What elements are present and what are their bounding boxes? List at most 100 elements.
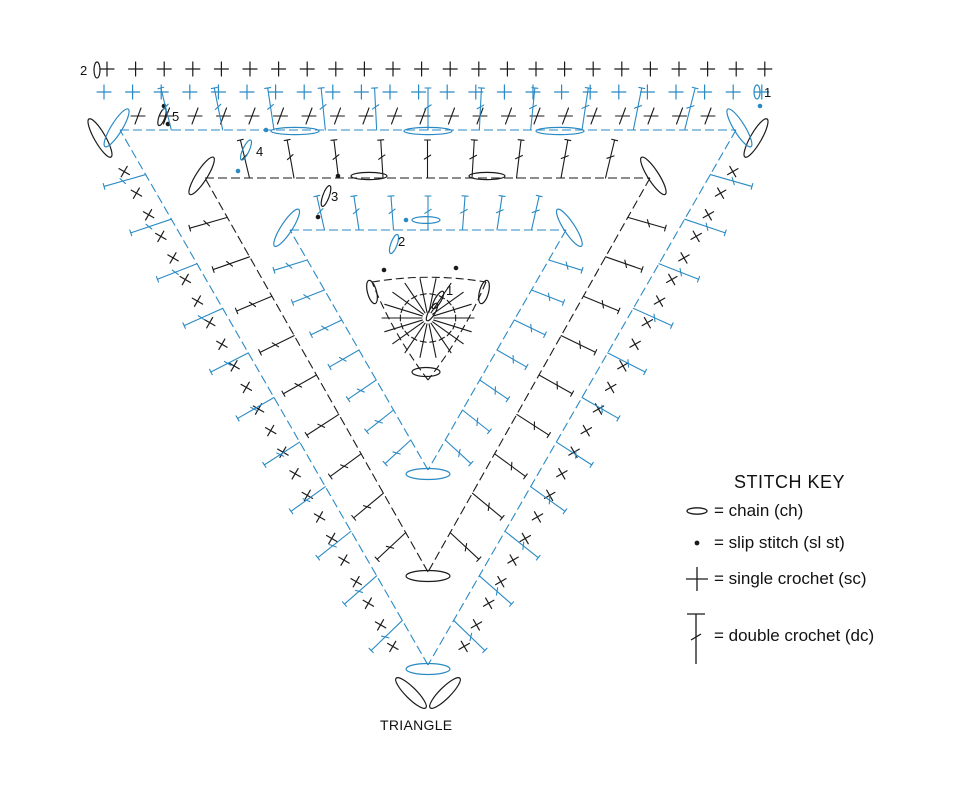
round-label-1: 1 (446, 283, 453, 298)
double-crochet-stitch (496, 349, 529, 371)
single-crochet-stitch (155, 230, 167, 243)
round-4-chain (535, 126, 585, 136)
round-1-dc (432, 321, 464, 345)
single-crochet-stitch (700, 107, 716, 125)
double-crochet-stitch (453, 619, 488, 654)
round-1-dc (433, 303, 472, 317)
corner-chain (188, 156, 215, 196)
single-crochet-stitch (130, 107, 146, 125)
double-crochet-stitch (709, 174, 754, 190)
single-crochet-stitch (639, 84, 656, 100)
single-crochet-stitch (185, 61, 201, 77)
top-left-corner-chain (87, 118, 113, 158)
round-2 (272, 194, 584, 481)
single-crochet-stitch (96, 84, 112, 100)
single-crochet-stitch (328, 61, 344, 77)
single-crochet-stitch (411, 84, 427, 100)
round-1-corner (411, 366, 441, 378)
double-crochet-stitch (504, 530, 541, 561)
double-crochet-stitch (368, 619, 403, 654)
double-crochet-stitch (495, 195, 506, 231)
double-crochet-stitch (155, 263, 198, 283)
double-crochet-symbol-icon (687, 613, 705, 664)
double-crochet-stitch (424, 195, 432, 231)
single-crochet-stitch (271, 61, 287, 77)
corner-chain (640, 156, 667, 196)
double-crochet-stitch (449, 532, 482, 562)
double-crochet-stitch (607, 352, 648, 376)
double-crochet-stitch (262, 441, 301, 468)
round-1-dc (419, 278, 428, 313)
round-2-chain (411, 216, 441, 225)
single-crochet-stitch (690, 230, 702, 243)
double-crochet-stitch (515, 139, 525, 179)
single-crochet-stitch (556, 467, 568, 480)
double-crochet-stitch (658, 263, 701, 283)
single-crochet-stitch (557, 107, 574, 125)
round-1-dc (419, 323, 428, 358)
single-crochet-symbol-icon (686, 567, 708, 591)
single-crochet-stitch (242, 61, 258, 77)
single-crochet-stitch (614, 107, 631, 125)
single-crochet-stitch (439, 84, 455, 100)
double-crochet-stitch (129, 218, 172, 237)
single-crochet-stitch (726, 165, 739, 178)
row-2-chain (93, 61, 101, 79)
chain-symbol-icon (686, 507, 708, 515)
double-crochet-stitch (235, 396, 275, 422)
single-crochet-stitch (338, 554, 350, 566)
double-crochet-stitch (387, 195, 396, 231)
row-label-1: 1 (764, 85, 771, 100)
single-crochet-stitch (678, 252, 690, 264)
single-crochet-stitch (671, 107, 688, 125)
round-1-center (366, 265, 490, 381)
single-crochet-stitch (586, 107, 602, 125)
single-crochet-stitch (289, 467, 301, 480)
round-1-dc (384, 303, 423, 317)
single-crochet-stitch (203, 316, 216, 329)
round-3 (188, 138, 667, 583)
single-crochet-stitch (325, 84, 341, 100)
double-crochet-stitch (327, 349, 360, 371)
double-crochet-stitch (208, 352, 249, 376)
corner-chain (273, 208, 301, 248)
single-crochet-stitch (699, 61, 716, 77)
double-crochet-stitch (530, 486, 568, 515)
single-crochet-stitch (362, 597, 375, 610)
row-label-2: 2 (80, 63, 87, 78)
double-crochet-stitch (494, 453, 528, 480)
round-1-dc (404, 322, 426, 354)
single-crochet-stitch (500, 107, 517, 125)
single-crochet-stitch (356, 61, 372, 77)
single-crochet-stitch (604, 381, 617, 394)
double-crochet-stitch (461, 409, 492, 435)
round-1-slip-stitch (453, 265, 459, 271)
double-crochet-stitch (530, 289, 566, 306)
single-crochet-stitch (216, 338, 228, 351)
double-crochet-stitch (581, 87, 592, 131)
double-crochet-stitch (188, 216, 228, 232)
double-crochet-stitch (272, 259, 308, 274)
single-crochet-stitch (179, 273, 192, 286)
double-crochet-stitch (424, 87, 432, 131)
double-crochet-stitch (479, 379, 511, 403)
round-1-dc (428, 323, 437, 358)
double-crochet-stitch (234, 295, 273, 315)
round-1-dc (430, 282, 452, 314)
single-crochet-stitch (191, 295, 204, 307)
double-crochet-stitch (371, 87, 380, 131)
single-crochet-stitch (299, 61, 315, 77)
double-crochet-stitch (102, 174, 147, 190)
single-crochet-stitch (728, 61, 744, 77)
stitch-key-title: STITCH KEY (734, 472, 846, 492)
single-crochet-stitch (358, 107, 374, 125)
single-crochet-stitch (443, 107, 460, 125)
single-crochet-stitch (130, 187, 143, 199)
single-crochet-stitch (482, 597, 495, 610)
single-crochet-stitch (668, 84, 684, 100)
double-crochet-stitch (529, 87, 539, 131)
round-1-dc (430, 322, 452, 354)
round-4-slip-stitch (235, 168, 241, 174)
single-crochet-stitch (617, 360, 629, 372)
